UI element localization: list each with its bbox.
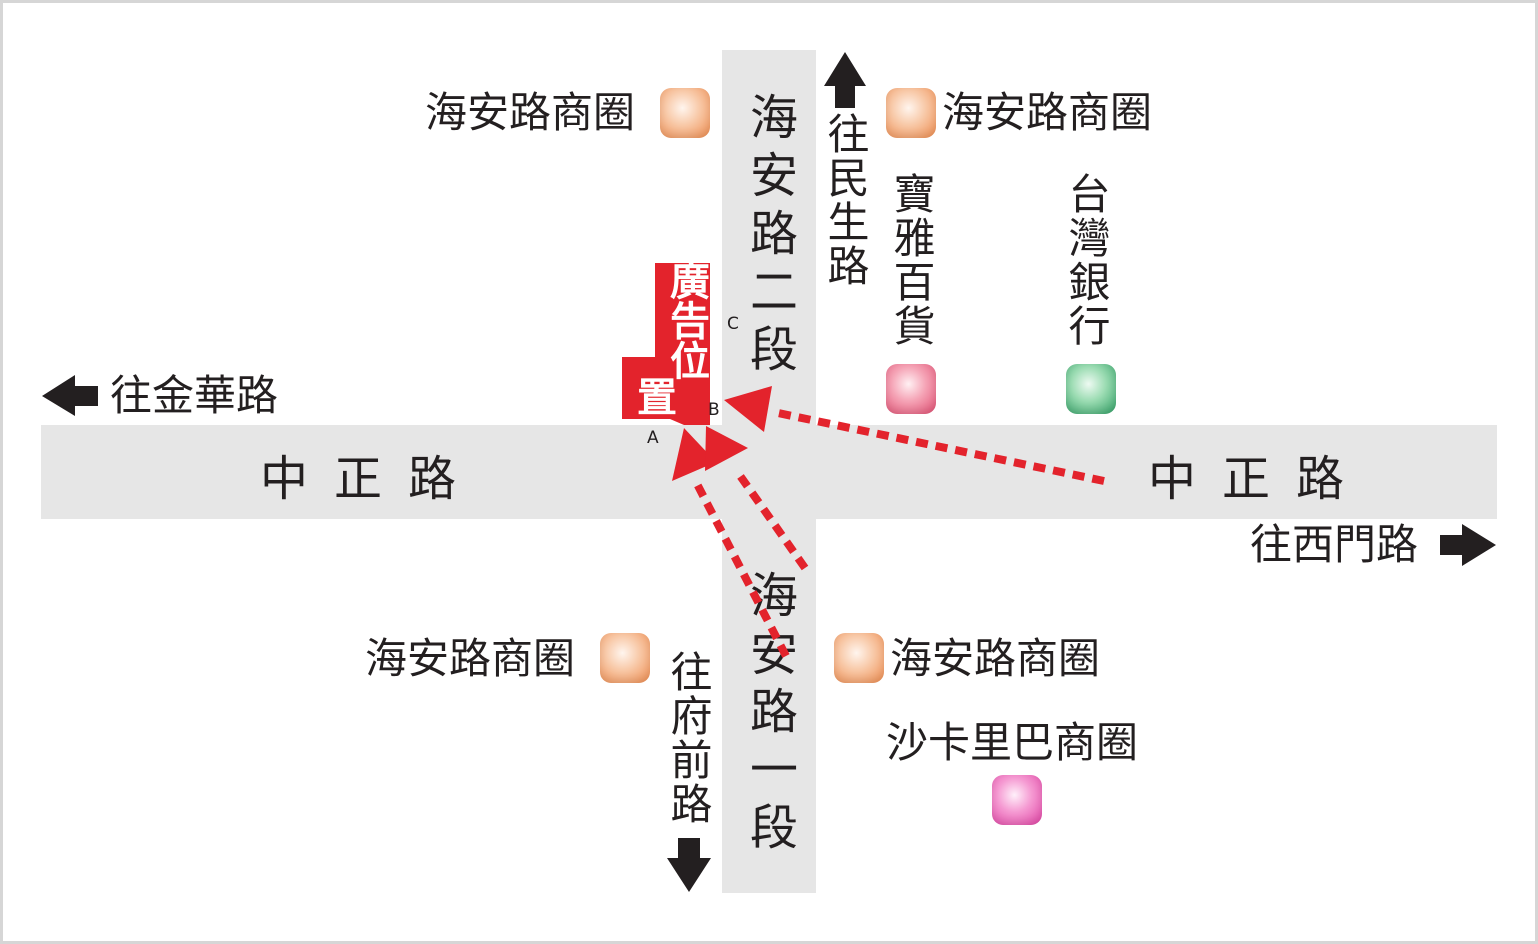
ad-label-char-4: 置	[637, 375, 677, 421]
direction-label-east: 往西門路	[1250, 520, 1419, 569]
point-label-a: A	[647, 428, 659, 448]
route-arrowhead-b-icon	[724, 386, 772, 432]
landmark-marker-ne	[886, 88, 936, 138]
route-arrowhead-a2-icon	[705, 426, 748, 471]
road-label-haian-sec2: 海安路二段	[741, 92, 797, 382]
landmark-marker-se	[834, 633, 884, 683]
direction-label-west: 往金華路	[110, 371, 279, 420]
landmark-marker-bank	[1066, 364, 1116, 414]
road-label-zhongzheng-east: 中正路	[1148, 451, 1371, 507]
arrow-east-icon	[1440, 524, 1496, 566]
landmark-marker-nw	[660, 88, 710, 138]
ad-label-char-3: 位	[670, 339, 710, 385]
landmark-label-baoya: 寶雅百貨	[887, 172, 936, 348]
ad-label-char-2: 告	[670, 299, 710, 345]
road-haian	[722, 50, 816, 893]
arrow-north-icon	[824, 52, 866, 108]
landmark-marker-shakali	[992, 775, 1042, 825]
direction-label-south: 往府前路	[664, 650, 713, 826]
point-label-b: B	[708, 400, 720, 420]
dotted-route-south-2	[732, 467, 809, 571]
landmark-label-se: 海安路商圈	[890, 634, 1101, 683]
landmark-label-bank: 台灣銀行	[1062, 172, 1111, 348]
point-label-c: C	[727, 314, 739, 334]
landmark-marker-baoya	[886, 364, 936, 414]
direction-label-north: 往民生路	[821, 112, 870, 288]
dotted-route-south-1	[692, 480, 790, 658]
road-label-zhongzheng-west: 中正路	[260, 451, 483, 507]
landmark-marker-sw	[600, 633, 650, 683]
ad-label-char-1: 廣	[670, 259, 710, 305]
route-arrowhead-a1-icon	[672, 428, 716, 481]
landmark-label-ne: 海安路商圈	[942, 88, 1153, 137]
landmark-label-shakali: 沙卡里巴商圈	[886, 718, 1139, 767]
arrow-south-icon	[667, 838, 711, 892]
ad-position-label: 廣 告 位	[660, 262, 720, 382]
landmark-label-sw: 海安路商圈	[365, 634, 576, 683]
dotted-route-east	[777, 409, 1105, 485]
landmark-label-nw: 海安路商圈	[425, 88, 636, 137]
ad-position-block	[622, 263, 710, 425]
arrow-west-icon	[42, 375, 98, 416]
